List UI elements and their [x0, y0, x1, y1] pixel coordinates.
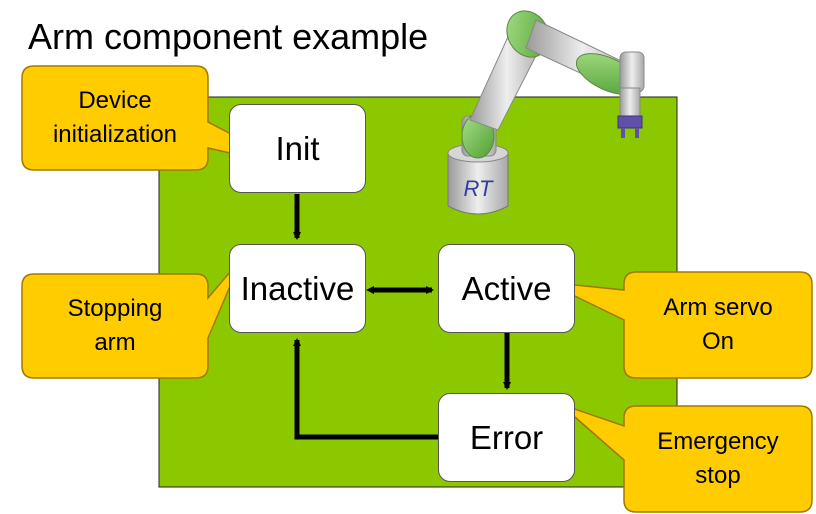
diagram-title: Arm component example [28, 16, 429, 57]
callout-device-init [21, 65, 297, 171]
robot-base-label: RT [464, 176, 494, 201]
state-init: Init [229, 104, 366, 193]
callout-device-init-text: Device initialization [52, 87, 178, 148]
callout-stopping-arm-text: Stopping arm [67, 295, 163, 356]
callout-arm-servo [545, 271, 813, 379]
state-active: Active [438, 244, 575, 333]
callout-emergency-stop-text: Emergency stop [657, 428, 779, 489]
callout-arm-servo-text: Arm servo On [663, 294, 773, 355]
arrow-error-to-inactive [293, 338, 438, 440]
state-error: Error [438, 393, 575, 482]
callout-emergency-stop [559, 403, 813, 513]
callout-stopping-arm [21, 257, 243, 379]
state-inactive: Inactive [229, 244, 366, 333]
robot-arm-icon: RT [447, 10, 645, 215]
